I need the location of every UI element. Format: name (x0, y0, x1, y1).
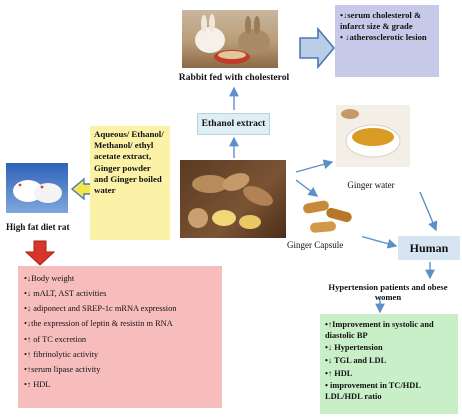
ginger-capsule-photo (298, 198, 362, 238)
block-arrow-extract-to-rat (70, 177, 92, 201)
rat-outcome-item: •↑ fibrinolytic activity (24, 349, 99, 359)
rat-outcome-item: •↑serum lipase activity (24, 365, 101, 375)
block-arrow-rabbit-outcome (299, 26, 336, 70)
arrow-water-to-human (419, 191, 438, 232)
ethanol-extract-label: Ethanol extract (201, 118, 266, 129)
rat-outcome-item: •↑ of TC excretion (24, 334, 87, 344)
ginger-water-label: Ginger water (347, 180, 395, 190)
human-outcome-box: •↑Improvement in systolic and diastolic … (320, 314, 458, 414)
block-arrow-rat-down (24, 240, 56, 266)
rat-label: High fat diet rat (6, 222, 70, 232)
human-box: Human (398, 236, 460, 260)
human-outcome-item: •↓ Hypertension (325, 343, 383, 352)
human-outcome-item: •↓ TGL and LDL (325, 356, 387, 365)
human-outcome-item: •↑Improvement in systolic and diastolic … (325, 320, 434, 340)
rat-outcome-item: •↓ adiponect and SREP-1c mRNA expression (24, 304, 177, 314)
rabbit-outcome-item: •↓serum cholesterol & infarct size & gra… (340, 10, 422, 31)
rat-outcome-item: •↑ HDL (24, 380, 51, 390)
patients-label: Hypertension patients and obese women (328, 282, 448, 302)
extracts-label: Aqueous/ Ethanol/ Methanol/ ethyl acetat… (94, 129, 164, 196)
rabbit-outcome-item: • ↓atherosclerotic lesion (340, 32, 427, 42)
rat-outcome-list: •↓Body weight •↓ mALT, AST activities •↓… (24, 271, 216, 392)
rabbit-outcome-box: •↓serum cholesterol & infarct size & gra… (335, 5, 439, 77)
ethanol-extract-box: Ethanol extract (197, 113, 270, 135)
human-outcome-item: •↑ HDL (325, 369, 353, 378)
rabbit-photo (182, 10, 278, 68)
human-label: Human (409, 241, 449, 255)
rabbit-label: Rabbit fed with cholesterol (178, 72, 290, 83)
human-outcome-item: • improvement in TC/HDL LDL/HDL ratio (325, 381, 421, 401)
rabbit-outcome-list: •↓serum cholesterol & infarct size & gra… (340, 10, 434, 43)
rat-outcome-item: •↓Body weight (24, 274, 75, 283)
human-outcome-list: •↑Improvement in systolic and diastolic … (325, 319, 453, 402)
rat-photo (6, 163, 68, 213)
ginger-photo (180, 160, 286, 238)
arrow-capsule-to-human (359, 235, 398, 249)
ginger-capsule-label: Ginger Capsule (287, 240, 344, 250)
arrow-ginger-to-water (295, 159, 334, 173)
arrow-ginger-to-capsule (295, 179, 319, 197)
extracts-box: Aqueous/ Ethanol/ Methanol/ ethyl acetat… (90, 126, 170, 240)
rat-outcome-box: •↓Body weight •↓ mALT, AST activities •↓… (18, 266, 222, 408)
rat-outcome-item: •↓ mALT, AST activities (24, 289, 107, 299)
ginger-water-photo (336, 105, 410, 167)
rat-outcome-item: •↓the expression of leptin & resistin m … (24, 319, 173, 329)
